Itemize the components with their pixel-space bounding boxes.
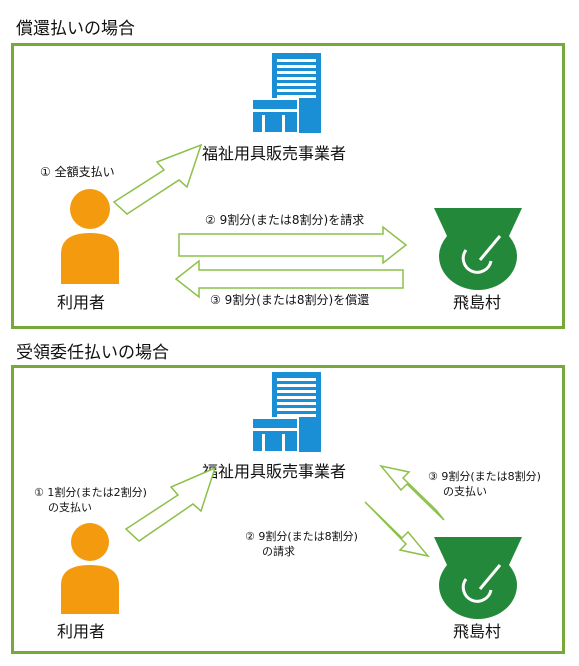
arrow-village-to-provider [379,464,445,521]
user-icon [61,189,119,284]
arrow-provider-to-village [364,501,430,558]
arrow-user-to-provider [112,143,203,215]
step3-label: ③ 9割分(または8割分)を償還 [210,293,370,307]
step3-label-line1: ③ 9割分(または8割分) [428,470,541,483]
arrow-provider-to-village [178,225,408,265]
step2-label-line2: の請求 [262,545,295,558]
user-label: 利用者 [57,622,106,641]
village-emblem-icon [434,537,522,620]
arrow-village-to-user [174,259,404,299]
provider-label: 福祉用具販売事業者 [202,462,347,481]
user-icon [61,523,119,614]
step3-label-line2: の支払い [443,485,487,498]
provider-label: 福祉用具販売事業者 [202,144,347,163]
step1-label-line2: の支払い [48,501,92,514]
village-emblem-icon [434,208,522,291]
village-label: 飛島村 [453,622,502,641]
section-title-reimbursement: 償還払いの場合 [16,19,135,39]
section-title-commissioned: 受領委任払いの場合 [16,343,169,363]
step2-label-line1: ② 9割分(または8割分) [245,530,358,543]
building-icon [251,372,321,453]
user-label: 利用者 [57,293,106,312]
arrow-user-to-provider [124,466,217,542]
step1-label-line1: ① 1割分(または2割分) [34,486,147,499]
step1-label: ① 全額支払い [40,165,115,179]
step2-label: ② 9割分(または8割分)を請求 [205,213,365,227]
village-label: 飛島村 [453,293,502,312]
building-icon [251,53,321,134]
